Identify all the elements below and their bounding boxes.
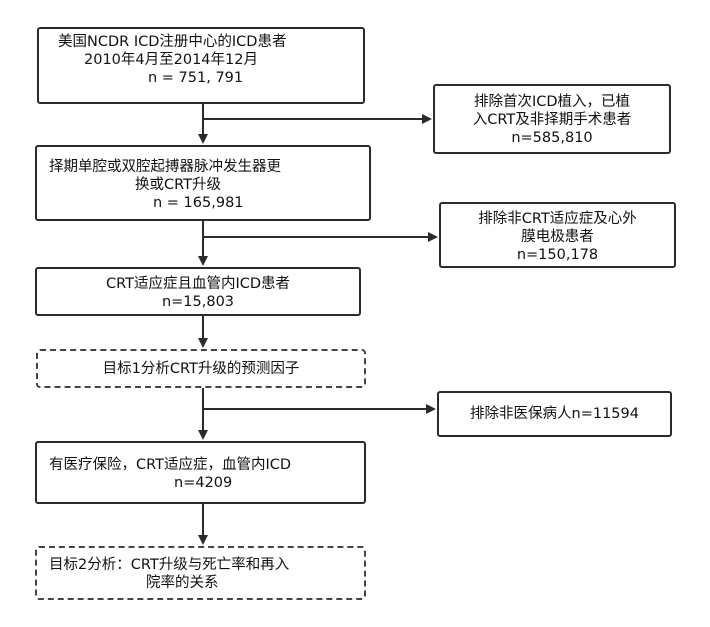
step3-count: n=15,803 — [161, 294, 235, 310]
step1-line1: 美国NCDR ICD注册中心的ICD患者 — [58, 34, 287, 50]
exclude2-count: n=150,178 — [516, 247, 599, 263]
step1-count: n = 751, 791 — [148, 70, 244, 86]
exclude3-box: 排除非医保病人n=11594 — [437, 391, 672, 437]
step4-line1: 有医疗保险，CRT适应症，血管内ICD — [49, 457, 292, 473]
step2-box: 择期单腔或双腔起搏器脉冲发生器更 换或CRT升级 n = 165,981 — [35, 145, 371, 221]
goal1-box: 目标1分析CRT升级的预测因子 — [36, 349, 366, 388]
step4-count: n=4209 — [174, 475, 233, 491]
goal2-line2: 院率的关系 — [146, 575, 219, 591]
step3-line1: CRT适应症且血管内ICD患者 — [105, 276, 291, 292]
exclude1-box: 排除首次ICD植入，已植 入CRT及非择期手术患者 n=585,810 — [433, 84, 671, 154]
exclude2-line2: 膜电极患者 — [521, 229, 594, 245]
goal2-line1: 目标2分析：CRT升级与死亡率和再入 — [49, 557, 290, 573]
exclude2-box: 排除非CRT适应症及心外 膜电极患者 n=150,178 — [439, 202, 676, 268]
exclude1-line2: 入CRT及非择期手术患者 — [472, 112, 632, 128]
step4-box: 有医疗保险，CRT适应症，血管内ICD n=4209 — [35, 441, 366, 504]
step2-line2: 换或CRT升级 — [135, 177, 222, 193]
step2-count: n = 165,981 — [153, 195, 244, 211]
exclude2-line1: 排除非CRT适应症及心外 — [478, 211, 637, 227]
goal2-box: 目标2分析：CRT升级与死亡率和再入 院率的关系 — [35, 546, 366, 600]
exclude1-count: n=585,810 — [511, 130, 593, 146]
step3-box: CRT适应症且血管内ICD患者 n=15,803 — [35, 267, 361, 316]
goal1-text: 目标1分析CRT升级的预测因子 — [102, 361, 300, 377]
exclude1-line1: 排除首次ICD植入，已植 — [473, 94, 631, 110]
exclude3-text: 排除非医保病人n=11594 — [470, 406, 639, 422]
step1-line2: 2010年4月至2014年12月 — [84, 52, 258, 68]
step1-box: 美国NCDR ICD注册中心的ICD患者 2010年4月至2014年12月 n … — [37, 27, 365, 104]
step2-line1: 择期单腔或双腔起搏器脉冲发生器更 — [49, 159, 281, 175]
